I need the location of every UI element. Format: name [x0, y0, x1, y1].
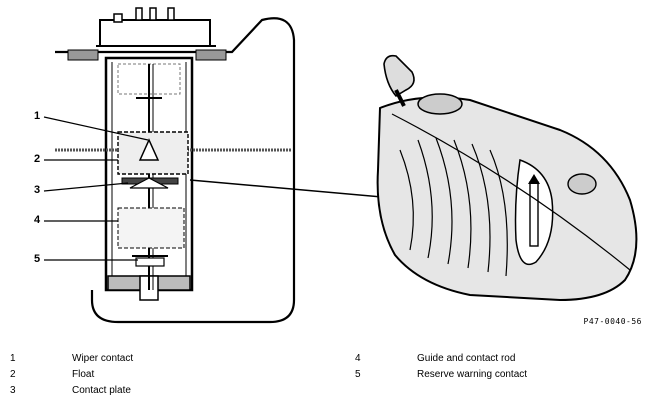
legend-text: Wiper contact: [72, 353, 134, 364]
callout-label-3: 3: [34, 184, 41, 196]
callout-label-4: 4: [34, 214, 41, 226]
figure-code: P47-0040-56: [583, 317, 642, 326]
fuel-tank-illustration: [376, 54, 638, 302]
callout-label-5: 5: [34, 253, 41, 265]
legend-number: 2: [10, 369, 16, 380]
legend-text: Contact plate: [72, 385, 131, 396]
callout-label-2: 2: [34, 153, 41, 165]
legend-number: 5: [355, 369, 361, 380]
contact-plate: [121, 177, 179, 189]
legend-number: 3: [10, 385, 16, 396]
legend-item: 1 Wiper contact: [10, 351, 310, 367]
sensor-connector-head: [67, 7, 227, 61]
callout-label-1: 1: [34, 110, 41, 122]
legend-number: 1: [10, 353, 16, 364]
lower-chamber: [117, 207, 185, 249]
legend-text: Guide and contact rod: [417, 353, 516, 364]
legend-text: Reserve warning contact: [417, 369, 528, 380]
reserve-warning-contact: [132, 255, 168, 267]
legend-item: 2 Float: [10, 367, 310, 383]
legend-number: 4: [355, 353, 361, 364]
fuel-level-sensor-diagram: [43, 7, 638, 324]
legend-right-column: 4 Guide and contact rod 5 Reserve warnin…: [355, 351, 655, 383]
legend-item: 5 Reserve warning contact: [355, 367, 655, 383]
callout-leaders: [43, 116, 149, 261]
legend-left-column: 1 Wiper contact 2 Float 3 Contact plate: [10, 351, 310, 399]
float: [117, 131, 189, 175]
legend-item: 3 Contact plate: [10, 383, 310, 399]
legend-item: 4 Guide and contact rod: [355, 351, 655, 367]
legend-text: Float: [72, 369, 95, 380]
tank-wall-outline: [55, 17, 296, 324]
